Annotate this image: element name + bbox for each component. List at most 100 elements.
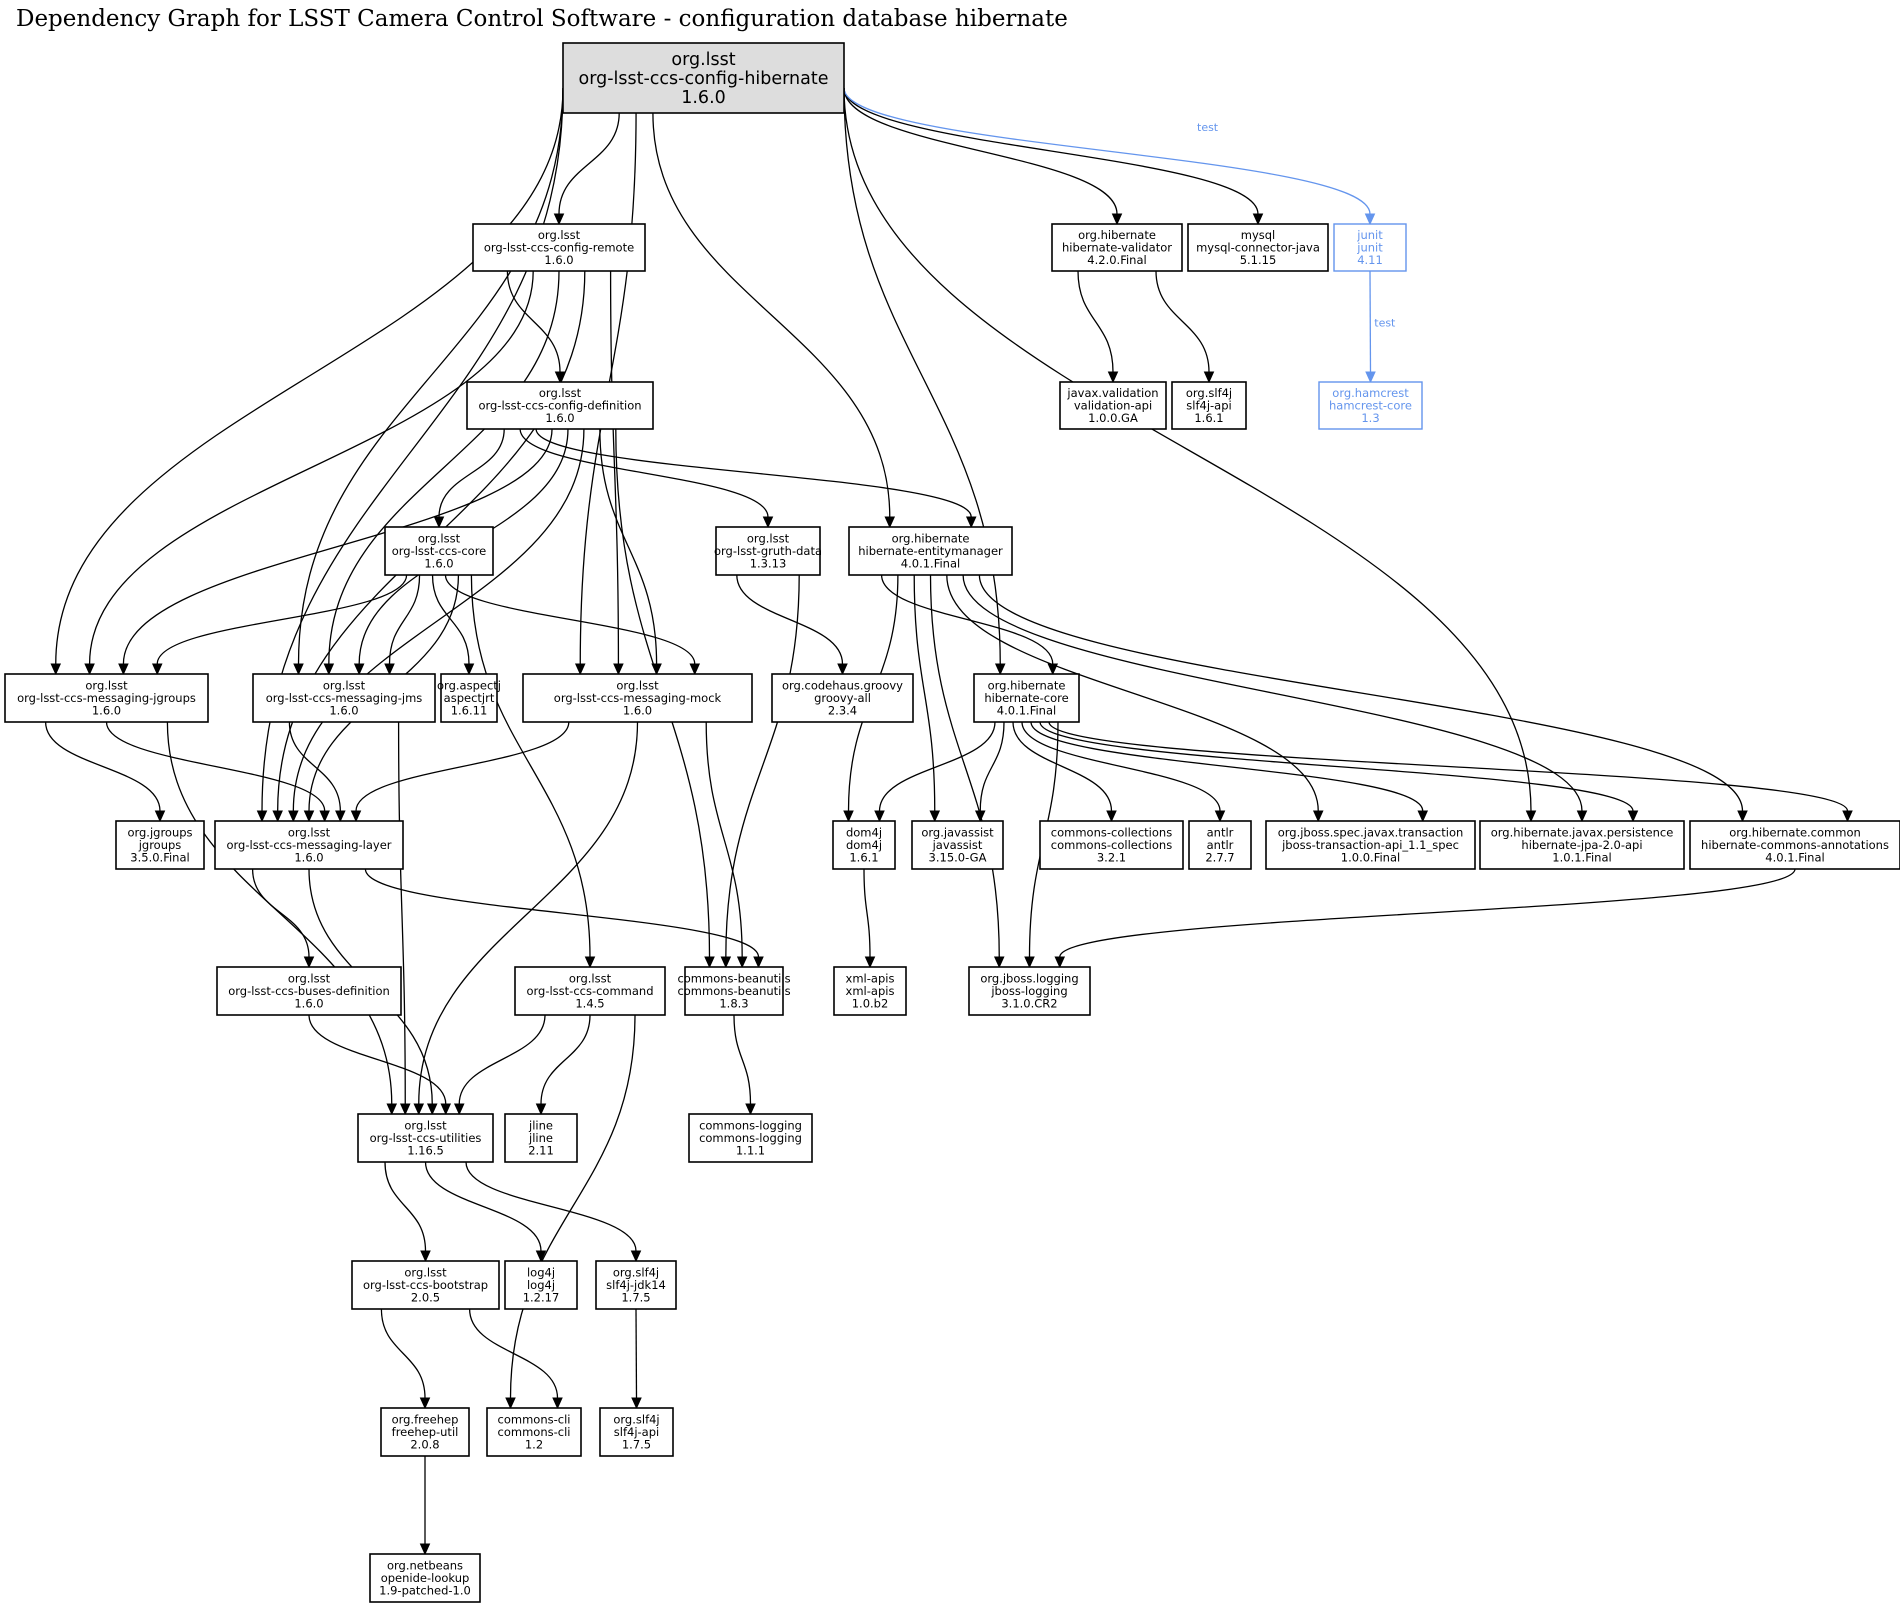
arrowhead-icon <box>535 1103 547 1116</box>
edge-line <box>1012 721 1113 812</box>
edge-line <box>962 574 1583 812</box>
node-artifact: javassist <box>932 838 983 852</box>
edge-line <box>1369 270 1372 373</box>
edge-ccs-command-to-utilities <box>453 1014 546 1116</box>
node-group: org.lsst <box>404 1266 447 1280</box>
node-artifact: org-lsst-ccs-config-remote <box>484 241 634 255</box>
node-box <box>1059 381 1167 430</box>
edge-line <box>509 1014 636 1399</box>
node-msg-jgroups[interactable]: org.lsstorg-lsst-ccs-messaging-jgroups1.… <box>4 673 209 723</box>
node-artifact: hibernate-jpa-2.0-api <box>1521 838 1642 852</box>
arrowhead-icon <box>1203 371 1215 384</box>
node-config-definition[interactable]: org.lsstorg-lsst-ccs-config-definition1.… <box>466 381 654 430</box>
node-group: org.lsst <box>288 972 331 986</box>
arrowhead-icon <box>1842 810 1853 823</box>
edge-root-to-hibernate-validator <box>843 87 1123 226</box>
node-box <box>4 673 209 723</box>
edge-config-remote-to-msg-jgroups <box>84 270 534 676</box>
node-artifact: xml-apis <box>846 984 895 998</box>
node-version: 1.6.1 <box>1194 411 1223 425</box>
edge-line <box>652 112 891 518</box>
arrowhead-icon <box>762 516 774 529</box>
node-box <box>688 1113 813 1163</box>
arrowhead-icon <box>335 810 346 823</box>
node-box <box>1479 820 1685 870</box>
edge-line <box>913 574 936 812</box>
node-version: 1.6.0 <box>294 851 323 865</box>
node-group: xml-apis <box>846 972 895 986</box>
node-version: 1.6.0 <box>329 704 358 718</box>
node-box <box>357 1113 494 1163</box>
node-box <box>466 381 654 430</box>
node-hibernate-validator[interactable]: org.hibernatehibernate-validator4.2.0.Fi… <box>1051 223 1183 272</box>
node-group: org.lsst <box>747 532 790 546</box>
node-jboss-transaction[interactable]: org.jboss.spec.javax.transactionjboss-tr… <box>1265 820 1476 870</box>
node-openide-lookup[interactable]: org.netbeansopenide-lookup1.9-patched-1.… <box>369 1553 481 1603</box>
edge-config-definition-to-msg-jgroups <box>118 428 553 676</box>
node-group: org.slf4j <box>1186 386 1232 400</box>
arrowhead-icon <box>753 956 764 969</box>
node-box <box>1039 820 1184 870</box>
arrowhead-icon <box>384 663 395 676</box>
edge-line <box>725 574 800 958</box>
edge-line <box>705 721 743 958</box>
node-buses-definition[interactable]: org.lsstorg-lsst-ccs-buses-definition1.6… <box>216 966 402 1016</box>
node-group: commons-beanutils <box>677 972 790 986</box>
node-commons-collections[interactable]: commons-collectionscommons-collections3.… <box>1039 820 1184 870</box>
node-root[interactable]: org.lsstorg-lsst-ccs-config-hibernate1.6… <box>562 42 845 114</box>
node-version: 5.1.15 <box>1240 253 1277 267</box>
node-version: 1.6.0 <box>294 997 323 1011</box>
node-msg-layer[interactable]: org.lsstorg-lsst-ccs-messaging-layer1.6.… <box>214 820 404 870</box>
arrowhead-icon <box>426 1103 438 1116</box>
node-entitymanager[interactable]: org.hibernatehibernate-entitymanager4.0.… <box>848 526 1013 576</box>
node-hibernate-jpa[interactable]: org.hibernate.javax.persistencehibernate… <box>1479 820 1685 870</box>
edge-line <box>105 721 326 812</box>
edge-line <box>297 87 564 665</box>
edge-line <box>736 574 844 665</box>
node-box <box>973 673 1080 723</box>
arrowhead-icon <box>1576 810 1588 823</box>
node-box <box>595 1260 677 1310</box>
node-commons-annotations[interactable]: org.hibernate.commonhibernate-commons-an… <box>1689 820 1900 870</box>
edge-config-definition-to-ccs-core <box>433 428 505 529</box>
node-group: antlr <box>1207 826 1234 840</box>
arrowhead-icon <box>1365 371 1376 384</box>
node-version: 1.6.0 <box>424 557 453 571</box>
arrowhead-icon <box>994 663 1006 676</box>
edge-entitymanager-to-jboss-transaction <box>946 574 1324 823</box>
edge-line <box>384 1161 427 1252</box>
node-box <box>562 42 845 114</box>
edge-bootstrap-to-commons-cli <box>468 1308 563 1410</box>
edge-line <box>288 721 341 812</box>
